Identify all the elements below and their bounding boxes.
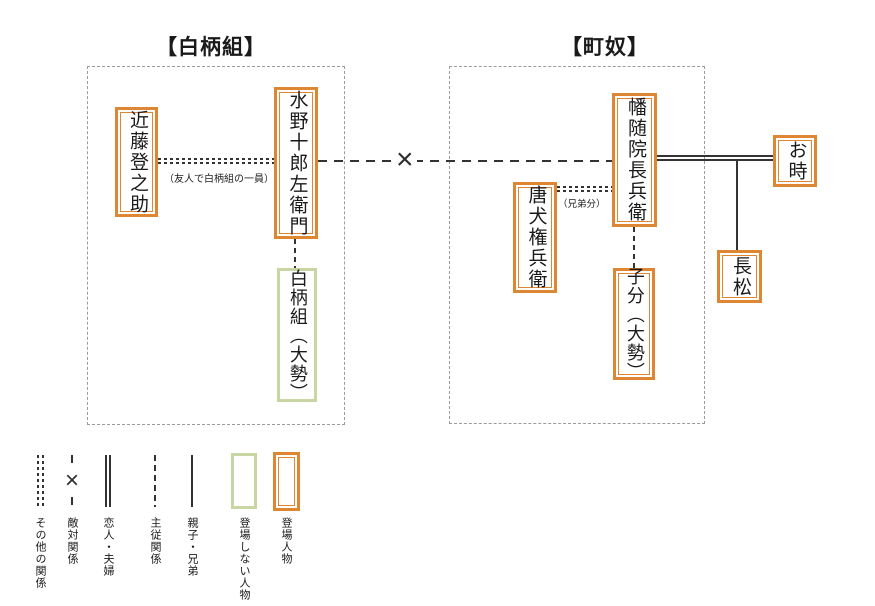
- person-inner-frame: 子分（大勢）: [618, 267, 650, 381]
- legend-item-master-servant: 主従関係: [135, 453, 175, 565]
- legend-label-couple: 恋人・夫婦: [102, 517, 114, 577]
- legend-x-mark: ×: [64, 467, 80, 494]
- person-inner-frame: 白柄組（大勢）: [282, 269, 312, 402]
- person-name-mizuno: 水野十郎左衛門: [286, 89, 308, 237]
- legend-item-other-relation: その他の関係: [20, 453, 60, 589]
- person-name-banzuiin: 幡随院長兵衛: [624, 97, 646, 223]
- couple-line: [657, 155, 773, 161]
- legend-symbol-area: [191, 453, 193, 509]
- person-box-banzuiin: 幡随院長兵衛: [612, 93, 657, 227]
- legend-label-non-appearing: 登場しない人物: [238, 517, 250, 601]
- person-box-mizuno: 水野十郎左衛門: [274, 87, 318, 239]
- solid-line-icon: [191, 455, 193, 507]
- person-box-otoki: お時: [773, 135, 817, 187]
- hostile-x-line-icon: ×: [64, 455, 80, 507]
- legend-label-appearing: 登場人物: [280, 517, 292, 565]
- person-box-kobun: 子分（大勢）: [613, 267, 655, 381]
- person-inner-frame: 幡随院長兵衛: [617, 97, 652, 223]
- legend-symbol-area: [272, 451, 300, 511]
- person-name-chomatsu: 長松: [729, 255, 751, 298]
- person-name-otoki: お時: [785, 140, 807, 182]
- hostile-line: [318, 160, 612, 162]
- dashed-line-icon: [154, 455, 156, 507]
- person-name-token: 唐犬権兵衛: [525, 185, 547, 290]
- legend-symbol-area: [231, 453, 257, 509]
- group-box-machiyakko: [449, 66, 705, 424]
- person-box-token: 唐犬権兵衛: [513, 182, 557, 293]
- legend-item-parent-child: 親子・兄弟: [172, 453, 212, 577]
- double-solid-line-icon: [105, 455, 111, 507]
- person-name-shiratsukagumi: 白柄組（大勢）: [287, 268, 308, 402]
- legend-symbol-area: [105, 453, 111, 509]
- legend-item-hostile: × 敵対関係: [52, 453, 92, 565]
- non-appearing-box-icon: [231, 453, 257, 509]
- person-box-shiratsukagumi: 白柄組（大勢）: [277, 268, 317, 402]
- person-box-chomatsu: 長松: [717, 250, 762, 303]
- person-name-kobun: 子分（大勢）: [624, 267, 645, 381]
- legend-label-other-relation: その他の関係: [34, 517, 46, 589]
- legend-item-couple: 恋人・夫婦: [88, 453, 128, 577]
- legend-label-master-servant: 主従関係: [149, 517, 161, 565]
- legend-symbol-area: ×: [64, 453, 80, 509]
- legend-item-non-appearing: 登場しない人物: [222, 453, 266, 601]
- group-title-shiratsukagumi: 【白柄組】: [156, 36, 266, 59]
- friendship-line: [158, 158, 274, 164]
- sworn-brothers-line: [557, 186, 612, 192]
- legend-item-appearing: 登場人物: [264, 451, 308, 565]
- person-inner-frame: 水野十郎左衛門: [279, 89, 313, 237]
- friendship-annotation: （友人で白柄組の一員）: [164, 174, 274, 185]
- legend-label-hostile: 敵対関係: [66, 517, 78, 565]
- person-inner-frame: 近藤登之助: [120, 109, 153, 215]
- master-servant-line-shiratsukagumi: [294, 239, 296, 268]
- person-name-kondo: 近藤登之助: [126, 109, 148, 215]
- double-dashed-line-icon: [36, 455, 44, 507]
- parent-child-line: [736, 161, 738, 250]
- hostile-x-mark: ×: [393, 145, 417, 175]
- group-title-machiyakko: 【町奴】: [561, 36, 649, 59]
- person-inner-frame: お時: [778, 140, 812, 182]
- sworn-brothers-annotation: （兄弟分）: [558, 199, 606, 210]
- appearing-box-icon: [272, 451, 300, 511]
- person-inner-frame: 唐犬権兵衛: [518, 185, 552, 290]
- master-servant-line-kobun: [633, 227, 635, 268]
- legend-symbol-area: [154, 453, 156, 509]
- group-box-shiratsukagumi: [87, 66, 345, 425]
- legend-symbol-area: [36, 453, 44, 509]
- person-box-kondo: 近藤登之助: [115, 107, 158, 217]
- legend-label-parent-child: 親子・兄弟: [186, 517, 198, 577]
- person-inner-frame: 長松: [722, 255, 757, 298]
